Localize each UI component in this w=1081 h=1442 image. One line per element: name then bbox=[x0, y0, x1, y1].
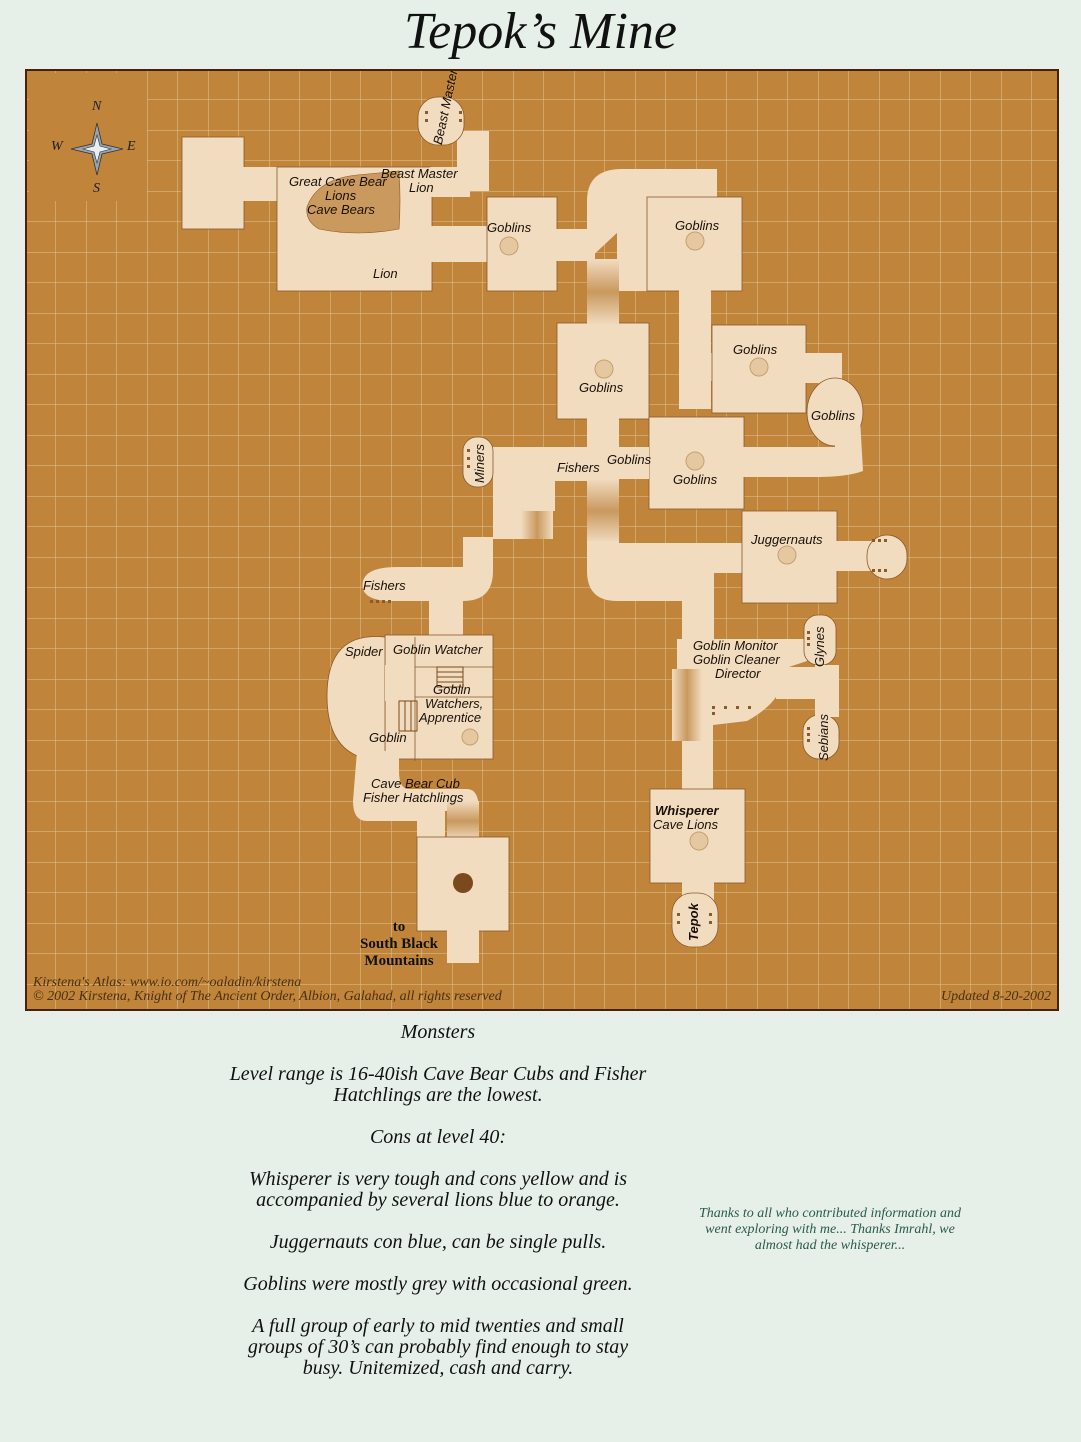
label-goblins-1: Goblins bbox=[487, 220, 532, 235]
mob-markers bbox=[453, 231, 797, 893]
label-goblin-single: Goblin bbox=[369, 730, 407, 745]
notes-heading: Monsters bbox=[400, 1021, 476, 1043]
label-goblin-watchers-1: Goblin bbox=[433, 682, 471, 697]
label-glynes: Glynes bbox=[812, 626, 827, 667]
label-goblin-watchers-2: Watchers, bbox=[425, 696, 484, 711]
notes-goblins: Goblins were mostly grey with occasional… bbox=[243, 1273, 633, 1295]
thanks-note: Thanks to all who contributed informatio… bbox=[698, 1206, 962, 1253]
label-goblin-cleaner: Goblin Cleaner bbox=[693, 652, 780, 667]
stairs-icon bbox=[398, 666, 464, 732]
updated-date: Updated 8-20-2002 bbox=[940, 989, 1051, 1004]
compass-north: N bbox=[92, 99, 102, 114]
exit-label-line-2: South Black bbox=[360, 936, 438, 952]
label-miners: Miners bbox=[472, 443, 487, 483]
map-drawing bbox=[27, 71, 1057, 1009]
exit-label-line-1: to bbox=[392, 919, 406, 935]
label-director: Director bbox=[715, 666, 761, 681]
compass-rose-icon bbox=[70, 122, 124, 176]
copyright: © 2002 Kirstena, Knight of The Ancient O… bbox=[33, 989, 502, 1004]
label-goblins-7: Goblins bbox=[673, 472, 718, 487]
bin-markers bbox=[370, 111, 887, 924]
exit-label: to South Black Mountains bbox=[349, 919, 449, 970]
notes-juggernauts: Juggernauts con blue, can be single pull… bbox=[269, 1231, 607, 1253]
compass-panel bbox=[29, 73, 147, 201]
label-goblin-monitor: Goblin Monitor bbox=[693, 638, 778, 653]
label-goblins-2: Goblins bbox=[675, 218, 720, 233]
label-goblin-watchers-3: Apprentice bbox=[419, 710, 482, 725]
label-tepok: Tepok bbox=[686, 903, 701, 941]
notes-level-range: Level range is 16-40ish Cave Bear Cubs a… bbox=[229, 1063, 647, 1106]
label-beast-master-lion: Lion bbox=[409, 180, 434, 195]
compass-west: W bbox=[51, 139, 63, 154]
label-goblins-5: Goblins bbox=[811, 408, 856, 423]
label-whisperer: Whisperer bbox=[655, 803, 719, 818]
label-goblins-4: Goblins bbox=[733, 342, 778, 357]
compass-south: S bbox=[93, 181, 100, 196]
notes-cons: Cons at level 40: bbox=[369, 1126, 507, 1148]
notes-whisperer: Whisperer is very tough and cons yellow … bbox=[248, 1168, 628, 1211]
dungeon-map: N S E W Great Cave Bear Lions Cave Bears… bbox=[25, 69, 1059, 1011]
label-fisher-hatchlings: Fisher Hatchlings bbox=[363, 790, 464, 805]
label-great-cave-bear: Great Cave Bear bbox=[289, 174, 387, 189]
label-cave-bears: Cave Bears bbox=[307, 202, 375, 217]
label-goblins-6: Goblins bbox=[607, 452, 652, 467]
label-lions: Lions bbox=[325, 188, 357, 203]
cave-floor bbox=[181, 96, 908, 963]
label-fishers-1: Fishers bbox=[557, 460, 600, 475]
label-lion: Lion bbox=[373, 266, 398, 281]
label-goblin-watcher: Goblin Watcher bbox=[393, 642, 483, 657]
map-title: Tepok’s Mine bbox=[404, 3, 677, 60]
label-beast-master: Beast Master bbox=[381, 166, 458, 181]
atlas-credit: Kirstena's Atlas: www.io.com/~oaladin/ki… bbox=[33, 975, 302, 990]
cave-bear-den bbox=[306, 170, 401, 234]
exit-label-line-3: Mountains bbox=[364, 953, 434, 969]
label-juggernauts: Juggernauts bbox=[751, 532, 823, 547]
label-cave-lions: Cave Lions bbox=[653, 817, 719, 832]
notes-groups: A full group of early to mid twenties an… bbox=[247, 1315, 629, 1379]
compass-east: E bbox=[127, 139, 136, 154]
label-sebians: Sebians bbox=[816, 714, 831, 761]
label-cave-bear-cub: Cave Bear Cub bbox=[371, 776, 460, 791]
monster-notes: Monsters Level range is 16-40ish Cave Be… bbox=[228, 1022, 648, 1400]
label-goblins-3: Goblins bbox=[579, 380, 624, 395]
label-fishers-2: Fishers bbox=[363, 578, 406, 593]
label-spider: Spider bbox=[345, 644, 383, 659]
